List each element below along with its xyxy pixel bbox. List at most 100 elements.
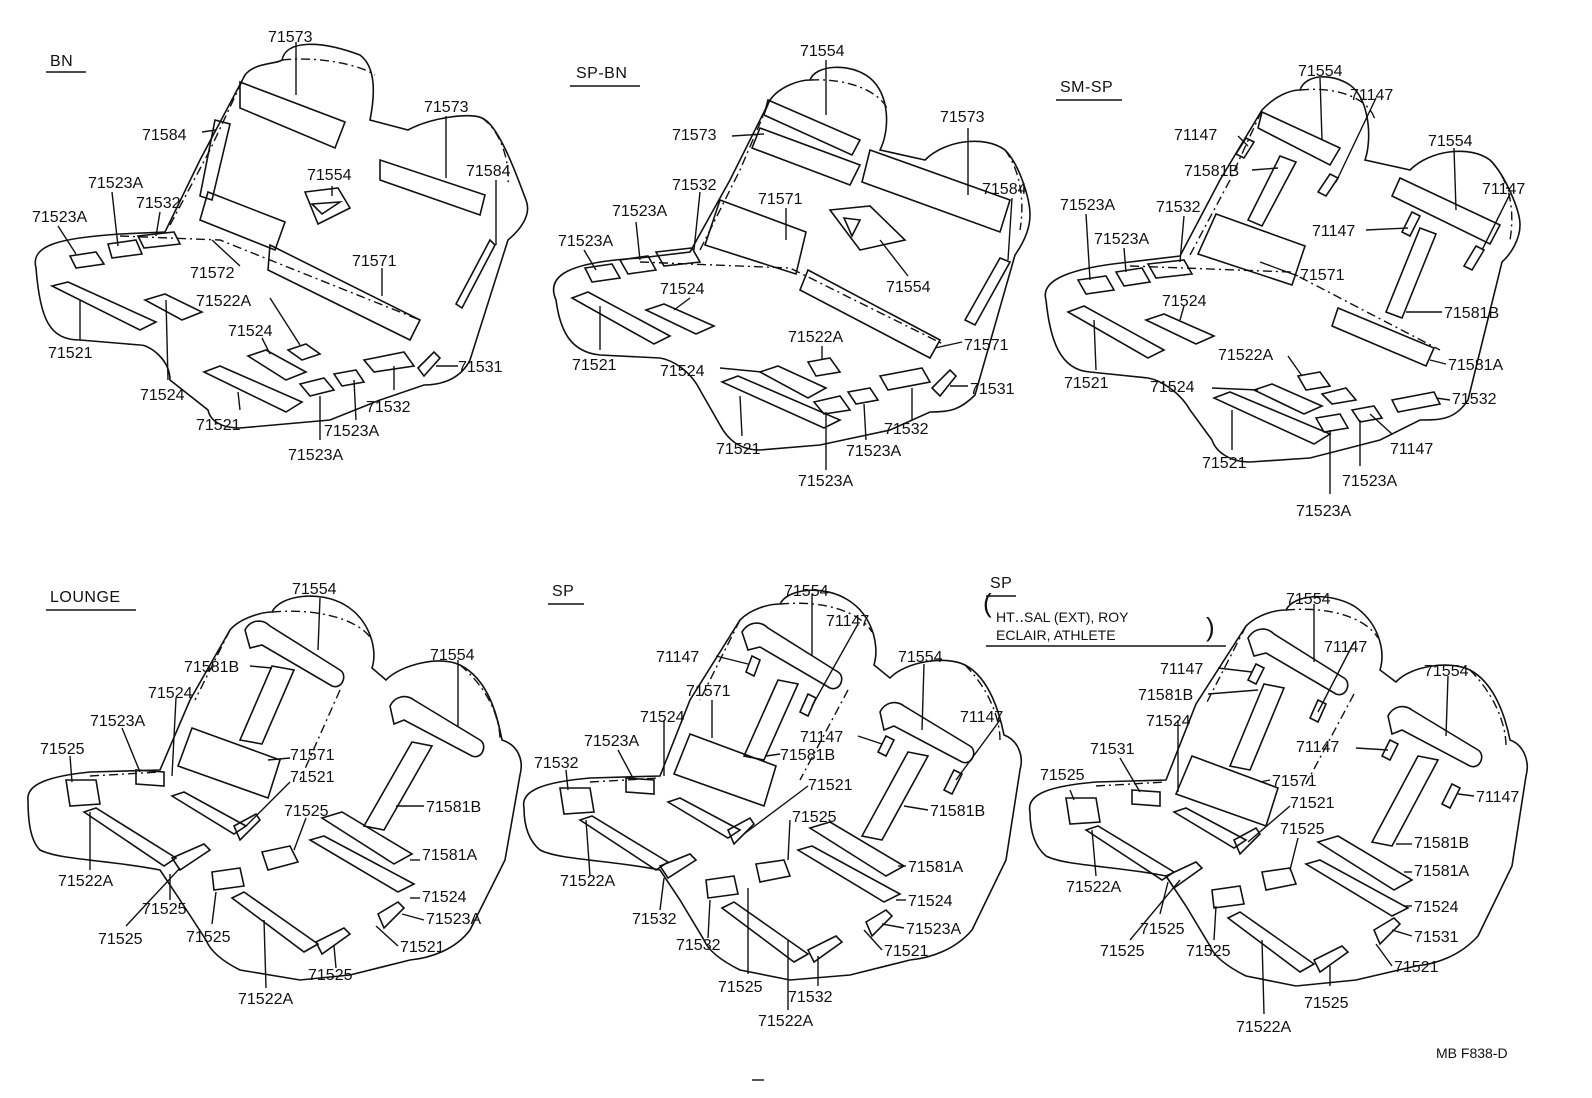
part-label: 71522A <box>560 873 615 890</box>
part-label: 71521 <box>48 345 93 362</box>
pad <box>1462 244 1486 272</box>
part-label: 71523A <box>1094 231 1149 248</box>
pad <box>1316 172 1340 198</box>
pad <box>879 701 975 764</box>
part-label: 71532 <box>884 421 929 438</box>
pad <box>1384 226 1438 320</box>
cushion-side-dash <box>699 99 771 251</box>
pad <box>68 251 106 269</box>
part-label: 71554 <box>307 167 352 184</box>
pad <box>106 239 144 259</box>
pad <box>1172 807 1248 849</box>
part-label: 71554 <box>430 647 475 664</box>
part-label: 71532 <box>136 195 181 212</box>
pad <box>1232 826 1262 856</box>
part-label: 71554 <box>1286 591 1331 608</box>
part-label: 71524 <box>1150 379 1195 396</box>
part-label: 71147 <box>1482 181 1525 198</box>
pad <box>846 387 880 405</box>
pad <box>1296 371 1332 391</box>
part-label: 71522A <box>1236 1019 1291 1036</box>
part-label: 71147 <box>800 729 843 746</box>
part-label: 71524 <box>640 709 685 726</box>
part-label: 71524 <box>908 893 953 910</box>
part-label: 71581B <box>426 799 481 816</box>
pad <box>201 365 304 413</box>
part-label: 71572 <box>190 265 235 282</box>
pad <box>1065 797 1101 825</box>
panel-title: SP <box>990 575 1012 592</box>
pad <box>798 268 942 360</box>
pad <box>570 291 672 345</box>
part-label: 71532 <box>1452 391 1497 408</box>
part-label: 71554 <box>1298 63 1343 80</box>
pad <box>864 908 894 938</box>
pad <box>559 787 595 815</box>
part-label: 71521 <box>716 441 761 458</box>
pad <box>303 187 352 226</box>
pad <box>750 126 862 187</box>
part-label: 71523A <box>558 233 613 250</box>
pad <box>238 665 296 745</box>
pad <box>1390 391 1442 413</box>
pad <box>1390 176 1502 246</box>
part-label: 71524 <box>660 363 705 380</box>
part-label: 71581A <box>1414 863 1469 880</box>
part-label: 71571 <box>1272 773 1317 790</box>
pad <box>1146 259 1194 279</box>
cushion-front-dash <box>89 771 161 777</box>
part-label: 71521 <box>1290 795 1335 812</box>
part-label: 71523A <box>612 203 667 220</box>
pad <box>744 654 762 678</box>
part-label: 71525 <box>1100 943 1145 960</box>
leader-lines <box>565 594 1001 1010</box>
part-label: 71522A <box>788 329 843 346</box>
pad <box>1251 383 1324 415</box>
part-label: 71571 <box>686 683 731 700</box>
pad <box>170 843 212 872</box>
cushion-side-dash <box>1189 109 1263 256</box>
pad <box>1387 705 1483 768</box>
cushion-side-dash <box>194 629 231 701</box>
part-label: 71584 <box>142 127 187 144</box>
part-label: 71524 <box>140 387 185 404</box>
panel-sm-sp: SM-SP <box>1044 63 1525 520</box>
pad <box>796 845 902 903</box>
part-label: 71523A <box>1342 473 1397 490</box>
pad <box>244 620 345 688</box>
part-label: 71525 <box>40 741 85 758</box>
part-label: 71521 <box>808 777 853 794</box>
pad <box>416 350 442 378</box>
panel-title: SP <box>552 583 574 600</box>
pad <box>1314 413 1350 433</box>
part-label: 71584 <box>982 181 1027 198</box>
part-label: 71525 <box>308 967 353 984</box>
part-label: 71523A <box>288 447 343 464</box>
part-label: 71523A <box>846 443 901 460</box>
pad <box>806 935 844 964</box>
pad <box>307 835 416 893</box>
panel-title: SM-SP <box>1060 79 1113 96</box>
part-label: 71554 <box>292 581 337 598</box>
pad <box>1164 861 1204 890</box>
part-label: 71523A <box>584 733 639 750</box>
part-label: 71147 <box>1476 789 1519 806</box>
pad <box>260 845 300 871</box>
part-label: 71524 <box>228 323 273 340</box>
pad <box>876 734 896 758</box>
pad <box>1380 738 1400 762</box>
part-label: 71525 <box>142 901 187 918</box>
pad <box>666 797 742 839</box>
pad <box>757 365 828 399</box>
part-label: 71521 <box>1064 375 1109 392</box>
part-label: 71554 <box>898 649 943 666</box>
pad <box>1234 136 1256 160</box>
part-label: 71581B <box>780 747 835 764</box>
pad <box>658 853 698 880</box>
pad <box>860 751 930 841</box>
seat-outline <box>1028 595 1528 987</box>
cushion-back-dash <box>459 664 501 741</box>
part-label: 71532 <box>534 755 579 772</box>
pad <box>578 815 670 871</box>
part-label: 71523A <box>426 911 481 928</box>
